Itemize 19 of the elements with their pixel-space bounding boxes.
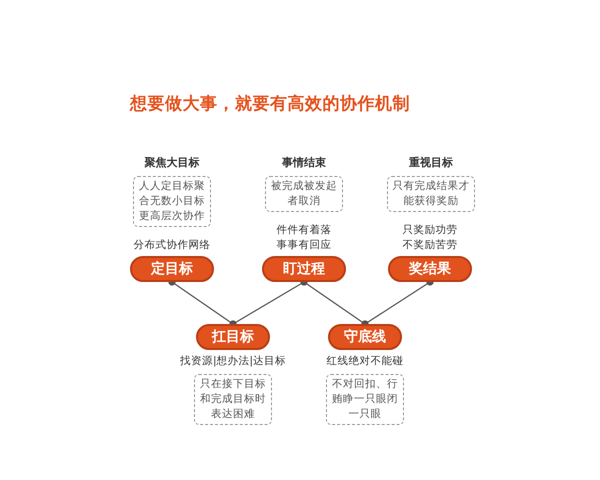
heading-text: 重视目标 [409,155,453,170]
description-text: 只奖励功劳不奖励苦劳 [402,223,458,253]
note-bubble: 人人定目标聚合无数小目标更高层次协作 [133,176,211,227]
heading-text: 聚焦大目标 [144,155,200,170]
note-bubble: 只在接下目标和完成目标时表达困难 [194,374,272,425]
note-bubble: 只有完成结果才能获得奖励 [387,176,475,212]
description-text: 件件有着落事事有回应 [276,223,332,253]
description-text: 找资源|想办法|达目标 [178,354,288,369]
pill-label: 扛目标 [196,324,270,350]
pill-label: 守底线 [328,324,402,350]
note-bubble: 被完成被发起者取消 [265,176,343,212]
description-text: 分布式协作网络 [132,238,212,253]
note-bubble: 不对回扣、行贿睁一只眼闭一只眼 [326,374,404,425]
heading-text: 事情结束 [282,155,326,170]
title: 想要做大事，就要有高效的协作机制 [128,93,411,115]
pill-label: 定目标 [130,256,214,282]
pill-label: 奖结果 [388,256,472,282]
description-text: 红线绝对不能碰 [326,354,404,369]
pill-label: 盯过程 [262,256,346,282]
